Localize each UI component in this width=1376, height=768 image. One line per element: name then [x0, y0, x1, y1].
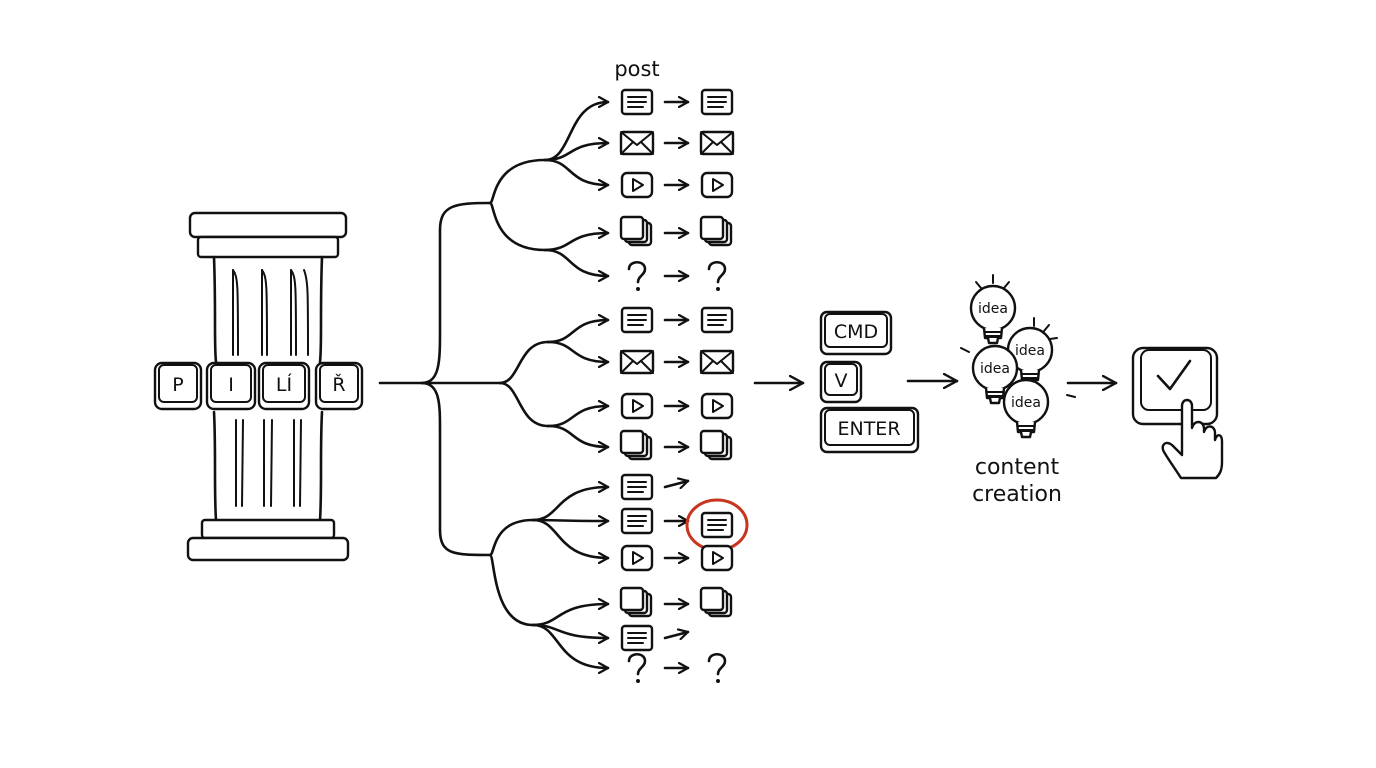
mail-icon: [699, 130, 735, 156]
pillar-key-r: Ř: [314, 361, 364, 411]
video-icon: [620, 544, 654, 572]
doc-icon: [620, 473, 654, 501]
doc-icon: [700, 306, 734, 334]
leaf-branches: [531, 102, 610, 668]
branch-arrow: [531, 520, 610, 521]
key-enter: ENTER: [819, 406, 920, 454]
idea-bulb-1: idea: [969, 284, 1017, 345]
row-arrow: [663, 632, 690, 638]
mail-icon: [699, 349, 735, 375]
content-rows: [619, 88, 749, 685]
idea-bulb-4: idea: [1002, 378, 1050, 439]
question-icon: [627, 260, 647, 293]
content-row: [620, 306, 734, 334]
content-row: [619, 586, 733, 618]
question-icon: [707, 652, 727, 685]
content-row: [619, 429, 733, 461]
svg-text:I: I: [228, 374, 234, 396]
video-icon: [700, 544, 734, 572]
mail-icon: [619, 130, 655, 156]
key-v: V: [819, 360, 863, 404]
branch-tree: [378, 102, 610, 668]
carousel-icon: [619, 215, 653, 247]
video-icon: [620, 392, 654, 420]
branch-arrow: [546, 406, 610, 428]
branch-arrow: [531, 487, 610, 522]
carousel-icon: [619, 429, 653, 461]
content-row: [620, 88, 734, 116]
carousel-icon: [699, 215, 733, 247]
branch-arrow: [543, 233, 610, 252]
idea-bulb-3: idea: [971, 344, 1019, 405]
branch-arrow: [543, 102, 610, 162]
svg-text:V: V: [835, 370, 848, 392]
idea-bulbs: idea idea idea idea: [960, 274, 1076, 439]
content-row: [619, 215, 733, 247]
post-header: post: [614, 57, 659, 81]
svg-text:CMD: CMD: [834, 321, 878, 343]
svg-text:Ř: Ř: [332, 373, 345, 396]
svg-text:LÍ: LÍ: [276, 373, 293, 396]
pillar-base: [186, 518, 350, 562]
branch-arrow: [546, 340, 610, 362]
question-icon: [627, 652, 647, 685]
pillar-capital: [188, 211, 348, 259]
doc-icon: [620, 88, 654, 116]
carousel-icon: [699, 586, 733, 618]
branch-arrow: [531, 623, 610, 668]
pillar-shaft: [212, 255, 324, 522]
branch-arrow: [531, 518, 610, 558]
video-icon: [620, 171, 654, 199]
content-row: [620, 392, 734, 420]
carousel-icon: [619, 586, 653, 618]
pillar-key-p: P: [153, 361, 203, 411]
doc-icon: [620, 306, 654, 334]
svg-text:ENTER: ENTER: [837, 418, 900, 440]
content-row: [619, 130, 735, 156]
svg-text:idea: idea: [980, 361, 1010, 377]
branch-arrow: [546, 320, 610, 344]
svg-text:post: post: [614, 57, 659, 81]
carousel-icon: [699, 429, 733, 461]
svg-text:creation: creation: [972, 482, 1062, 507]
key-cmd: CMD: [819, 310, 893, 356]
doc-icon: [620, 507, 654, 535]
pointing-hand-icon: [1161, 398, 1224, 480]
svg-text:P: P: [172, 374, 183, 396]
doc-icon: [700, 511, 734, 539]
question-icon: [707, 260, 727, 293]
video-icon: [700, 171, 734, 199]
branch-arrow: [543, 248, 610, 276]
content-creation-caption: content creation: [972, 455, 1062, 507]
content-row: [620, 498, 749, 552]
content-row: [619, 349, 735, 375]
pillar: P I LÍ Ř: [153, 211, 364, 562]
doc-icon: [700, 88, 734, 116]
content-row: [620, 473, 690, 501]
doc-icon: [620, 624, 654, 652]
content-row: [627, 652, 727, 685]
content-row: [620, 544, 734, 572]
svg-text:content: content: [975, 455, 1060, 480]
svg-text:idea: idea: [978, 301, 1008, 317]
pillar-key-li: LÍ: [257, 361, 311, 411]
content-row: [627, 260, 727, 293]
check-key-icon: [1131, 346, 1219, 426]
svg-text:idea: idea: [1011, 395, 1041, 411]
svg-text:idea: idea: [1015, 343, 1045, 359]
branch-arrow: [546, 424, 610, 447]
content-row: [620, 624, 690, 652]
branch-arrow: [543, 158, 610, 185]
video-icon: [700, 392, 734, 420]
idea-bulb-2: idea: [1006, 326, 1054, 387]
content-row: [620, 171, 734, 199]
mail-icon: [619, 349, 655, 375]
bulb-top-rays: [960, 274, 1076, 398]
branch-arrow: [531, 604, 610, 627]
pillar-key-i: I: [205, 361, 257, 411]
keyboard-keys: CMD V ENTER: [819, 310, 920, 454]
row-arrow: [663, 481, 690, 487]
